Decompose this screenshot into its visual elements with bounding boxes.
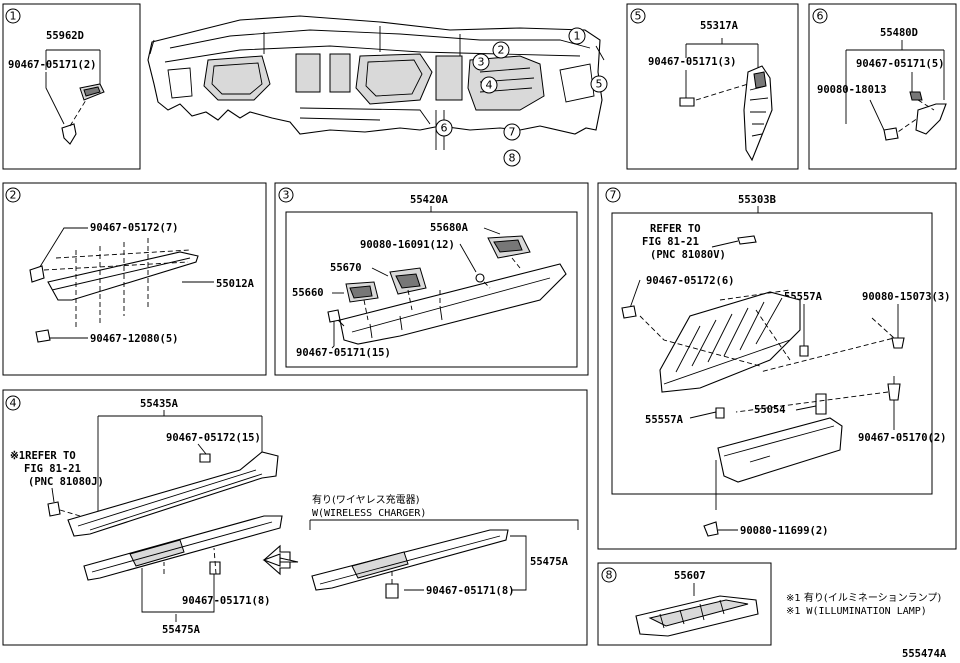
part-label: 90467-05171(8) (426, 585, 515, 597)
wireless-label-en: W(WIRELESS CHARGER) (312, 508, 426, 519)
callout-circle (503, 123, 521, 141)
part-label: 90080-16091(12) (360, 239, 455, 251)
part-label: 90467-05171(15) (296, 347, 391, 359)
part-label: 55475A (162, 624, 201, 636)
panel-number: 8 (606, 569, 613, 582)
part-label: 55557A (645, 414, 684, 426)
refer-text: FIG 81-21 (642, 236, 699, 248)
panel-3: 3 55420A 55680A 90080-16091(12) 55670 55… (274, 182, 589, 376)
part-label: 90467-05171(8) (182, 595, 271, 607)
callout-num: 1 (574, 30, 581, 43)
callout-circle (472, 53, 490, 71)
part-label: 90080-11699(2) (740, 525, 829, 537)
callout-num: 6 (441, 122, 448, 135)
panel-8: 8 55607 (597, 562, 772, 646)
part-label: 90080-18013 (817, 84, 887, 96)
part-label: 90467-05170(2) (858, 432, 947, 444)
part-label: 90467-05171(5) (856, 58, 945, 70)
refer-text: ※1REFER TO (10, 450, 76, 462)
instrument-panel-overview: 1 2 3 4 5 6 7 8 (147, 15, 608, 167)
refer-text: FIG 81-21 (24, 463, 81, 475)
part-label: 55475A (530, 556, 569, 568)
part-label: 55670 (330, 262, 362, 274)
callout-num: 3 (478, 56, 485, 69)
panel-number: 5 (635, 10, 642, 23)
panel-number: 3 (283, 189, 290, 202)
diagram-code: 555474A (902, 648, 947, 660)
part-label: 55607 (674, 570, 706, 582)
part-label: 55317A (700, 20, 739, 32)
part-label: 55962D (46, 30, 84, 42)
callout-num: 5 (596, 78, 603, 91)
panel-4: 4 55435A 90467-05172(15) ※1REFER TO FIG … (2, 389, 588, 646)
part-label: 90467-05172(7) (90, 222, 179, 234)
callout-num: 8 (509, 152, 516, 165)
refer-text: (PNC 81080J) (28, 476, 104, 488)
part-label: 90467-05171(3) (648, 56, 737, 68)
refer-text: REFER TO (650, 223, 701, 235)
part-label: 90467-12080(5) (90, 333, 179, 345)
part-label: 55054 (754, 404, 786, 416)
panel-6: 6 55480D 90467-05171(5) 90080-18013 (808, 3, 957, 170)
part-label: 55480D (880, 27, 918, 39)
part-label: 90467-05172(15) (166, 432, 261, 444)
footnote-jp: ※1 有り(イルミネーションランプ) (786, 591, 941, 604)
panel-1: 1 55962D 90467-05171(2) (2, 3, 141, 170)
part-label: 55435A (140, 398, 179, 410)
callout-num: 4 (486, 79, 493, 92)
panel-2: 2 90467-05172(7) 55012A 90467-12080(5) (2, 182, 267, 376)
part-label: 55420A (410, 194, 449, 206)
callout-circle (568, 27, 586, 45)
callout-circle (492, 41, 510, 59)
part-label: 55303B (738, 194, 776, 206)
refer-text: (PNC 81080V) (650, 249, 726, 261)
part-label: 90467-05172(6) (646, 275, 735, 287)
callout-circle (435, 119, 453, 137)
panel-7: 7 55303B REFER TO FIG 81-21 (PNC 81080V)… (597, 182, 957, 550)
callout-circle (480, 76, 498, 94)
panel-number: 2 (10, 189, 17, 202)
panel-5: 5 55317A 90467-05171(3) (626, 3, 799, 170)
part-label: 55660 (292, 287, 324, 299)
panel-number: 1 (10, 10, 17, 23)
callout-circle (590, 75, 608, 93)
callout-circle (503, 149, 521, 167)
part-label: 55012A (216, 278, 255, 290)
panel-number: 6 (817, 10, 824, 23)
callout-num: 7 (509, 126, 516, 139)
part-label: 90467-05171(2) (8, 59, 97, 71)
panel-number: 7 (610, 189, 617, 202)
part-label: 90080-15073(3) (862, 291, 951, 303)
callout-num: 2 (498, 44, 505, 57)
part-label: 55680A (430, 222, 469, 234)
panel-number: 4 (10, 397, 17, 410)
wireless-label-jp: 有り(ワイヤレス充電器) (312, 493, 420, 506)
footnote-en: ※1 W(ILLUMINATION LAMP) (786, 606, 927, 617)
